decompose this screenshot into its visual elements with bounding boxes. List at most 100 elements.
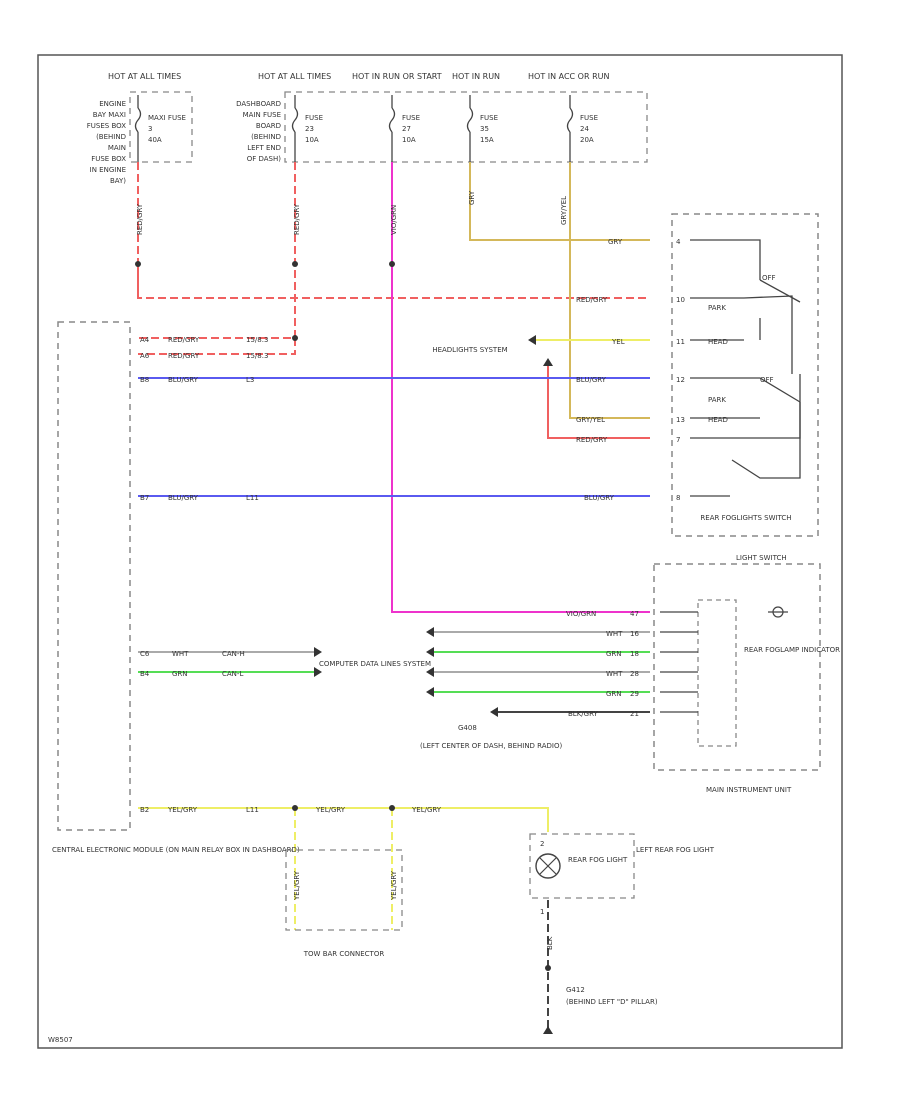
rear-foglights-switch-box xyxy=(671,213,819,537)
loc2-line: LEFT END xyxy=(247,144,281,152)
switch-pin: 7 xyxy=(676,436,680,444)
fuse4-symbol xyxy=(466,95,474,162)
loc1-line: MAIN xyxy=(108,144,126,152)
switch-pos-off: OFF xyxy=(762,274,776,282)
tow-bar-label: TOW BAR CONNECTOR xyxy=(303,950,385,958)
wire-label: GRY xyxy=(608,238,623,246)
cem-pin: B8 xyxy=(140,376,149,384)
ground-g408: G408 xyxy=(458,724,477,732)
ipc-pin: 47 xyxy=(630,610,639,618)
cem-pin: B7 xyxy=(140,494,149,502)
dash-fuse-box xyxy=(284,91,648,163)
wire-label: GRY xyxy=(468,190,476,205)
tow-bar-connector-box xyxy=(285,849,403,931)
arrow-connectors xyxy=(314,335,553,1034)
wire-circuit: 15/8.3 xyxy=(246,352,268,360)
fuse4-name: FUSE xyxy=(480,114,498,122)
wire-label: BLK xyxy=(546,936,554,950)
fuse5-num: 24 xyxy=(580,125,589,133)
splices xyxy=(135,261,551,971)
loc1-line: BAY MAXI xyxy=(93,111,126,119)
fuse-header: HOT AT ALL TIMES HOT AT ALL TIMES HOT IN… xyxy=(87,72,648,185)
switch-pin-numbers: 4 10 11 12 13 7 8 xyxy=(676,238,685,502)
ipc-pin-numbers: 47 16 18 28 29 21 xyxy=(630,610,639,718)
loc2-line: BOARD xyxy=(256,122,281,130)
fuse2-hot-label: HOT AT ALL TIMES xyxy=(258,72,331,81)
cem-pin: A6 xyxy=(140,352,150,360)
fuse1-symbol xyxy=(134,95,142,162)
pink-wire xyxy=(391,162,650,613)
fuse1-hot-label: HOT AT ALL TIMES xyxy=(108,72,181,81)
wire-label: WHT xyxy=(172,650,189,658)
ipc-pin: 18 xyxy=(630,650,639,658)
fuse1-name: MAXI FUSE xyxy=(148,114,186,122)
switch-pin: 12 xyxy=(676,376,685,384)
wire-circuit: CAN-H xyxy=(222,650,245,658)
loc2-line: MAIN FUSE xyxy=(243,111,281,119)
lamp-pin: 1 xyxy=(540,908,544,916)
wire-label: GRY/YEL xyxy=(576,416,605,424)
switch-pos-head: HEAD xyxy=(708,416,728,424)
red-wire-fuse23-b xyxy=(138,338,296,355)
wire-circuit: L11 xyxy=(246,494,259,502)
wire-label: WHT xyxy=(606,670,623,678)
loc1-line: FUSES BOX xyxy=(87,122,126,130)
fuse3-num: 27 xyxy=(402,125,411,133)
cem-pin: B4 xyxy=(140,670,150,678)
wire-circuit: CAN-L xyxy=(222,670,243,678)
wire-label: YEL/GRY xyxy=(293,870,301,901)
cem-pin: B2 xyxy=(140,806,149,814)
switch-wire-labels: GRY RED/GRY YEL BLU/GRY GRY/YEL RED/GRY … xyxy=(566,238,625,718)
wire-label: RED/GRY xyxy=(576,436,608,444)
yel-wire-rear xyxy=(138,807,549,832)
switch-pin: 8 xyxy=(676,494,680,502)
wire-label: BLU/GRY xyxy=(576,376,607,384)
diagram-code: W8507 xyxy=(48,1036,73,1044)
switch-pos-head: HEAD xyxy=(708,338,728,346)
wire-label: BLU/GRY xyxy=(168,494,199,502)
indicator-lamp-icon xyxy=(768,606,788,618)
ipc-pin: 16 xyxy=(630,630,639,638)
wire-label: VIO/GRN xyxy=(390,205,398,235)
wire-label: YEL/GRY xyxy=(167,806,198,814)
fuse2-name: FUSE xyxy=(305,114,323,122)
switch-pos-park: PARK xyxy=(708,396,726,404)
fuse5-name: FUSE xyxy=(580,114,598,122)
wire-label: RED/GRY xyxy=(293,203,301,235)
switch-pin: 4 xyxy=(676,238,681,246)
computer-data-label: COMPUTER DATA LINES SYSTEM xyxy=(319,660,431,668)
wire-label: RED/GRY xyxy=(136,203,144,235)
ground-g412-desc: (BEHIND LEFT "D" PILLAR) xyxy=(566,998,658,1006)
wire-label: BLU/GRY xyxy=(168,376,199,384)
wire-label: YEL/GRY xyxy=(315,806,346,814)
ipc-indicator: REAR FOGLAMP INDICATOR xyxy=(744,646,840,654)
loc1-line: BAY) xyxy=(110,177,126,185)
ipc-title: LIGHT SWITCH xyxy=(736,554,787,562)
maxi-fuse-location: ENGINE BAY MAXI FUSES BOX (BEHIND MAIN F… xyxy=(87,100,126,185)
ipc-box xyxy=(653,563,821,771)
lamp-pin: 2 xyxy=(540,840,544,848)
ipc-pin: 28 xyxy=(630,670,639,678)
switch-pos-park: PARK xyxy=(708,304,726,312)
wire-label: GRY/YEL xyxy=(560,196,568,225)
gry-wire-fuse35 xyxy=(469,162,650,241)
wire-label: YEL/GRY xyxy=(390,870,398,901)
dash-fuse-location: DASHBOARD MAIN FUSE BOARD (BEHIND LEFT E… xyxy=(236,100,281,163)
ipc-name: MAIN INSTRUMENT UNIT xyxy=(706,786,792,794)
switch-contacts xyxy=(690,239,801,497)
wire-label: GRN xyxy=(172,670,188,678)
rear-fog-lamp-icon xyxy=(535,853,561,879)
ground-g412: G412 xyxy=(566,986,585,994)
fuse3-hot-label: HOT IN RUN OR START xyxy=(352,72,442,81)
cem-module-box xyxy=(57,321,131,831)
loc1-line: FUSE BOX xyxy=(91,155,126,163)
red-wire-headlights xyxy=(547,360,650,439)
vertical-wire-labels: RED/GRY RED/GRY VIO/GRN GRY GRY/YEL YEL/… xyxy=(136,190,568,950)
gryyel-wire-fuse24 xyxy=(569,162,650,419)
fuse2-amp: 10A xyxy=(305,136,319,144)
fuse4-hot-label: HOT IN RUN xyxy=(452,72,500,81)
diagram-frame xyxy=(37,54,843,1049)
wire-label: RED/GRY xyxy=(168,336,200,344)
